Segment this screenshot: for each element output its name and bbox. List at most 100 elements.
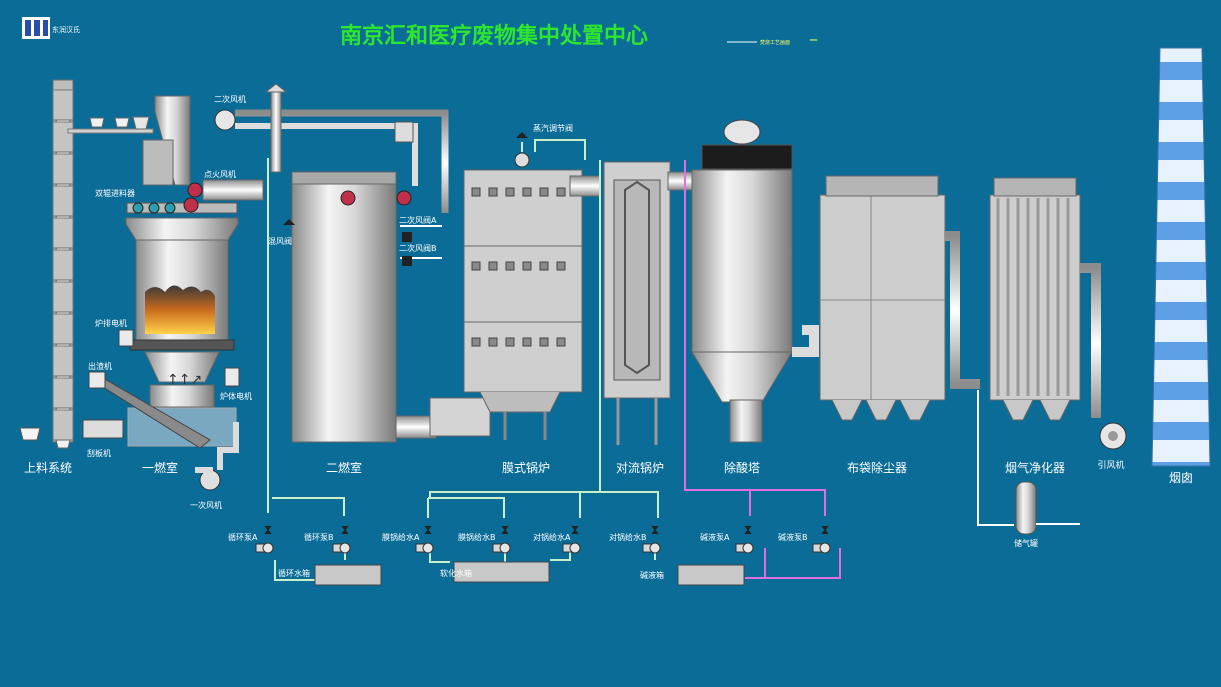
inspection-port-icon bbox=[522, 337, 532, 347]
secondary-air-valve-b-icon[interactable] bbox=[402, 256, 412, 266]
softened-water-tank[interactable] bbox=[453, 561, 550, 583]
elevator-segment bbox=[52, 377, 74, 409]
inspection-port-icon bbox=[539, 187, 549, 197]
feed-bucket-icon bbox=[89, 117, 105, 128]
label-alkali-tank: 碱液箱 bbox=[640, 570, 664, 580]
pump-icon bbox=[819, 542, 831, 554]
furnace-body-motor-icon[interactable] bbox=[224, 367, 240, 387]
pump-label: 循环泵B bbox=[304, 532, 334, 542]
scraper-box[interactable] bbox=[82, 419, 124, 439]
primary-chamber[interactable]: ↑↑↗ bbox=[125, 95, 239, 447]
stage-label-purifier: 烟气净化器 bbox=[1005, 460, 1065, 475]
label-primary-air-fan: 一次风机 bbox=[190, 500, 222, 510]
stage-label-secondary: 二燃室 bbox=[326, 460, 362, 475]
flue-gas-purifier[interactable] bbox=[989, 177, 1081, 421]
secondary-air-fan-icon[interactable] bbox=[214, 109, 236, 131]
circulation-tank[interactable] bbox=[314, 564, 382, 586]
baghouse[interactable] bbox=[819, 175, 946, 421]
pump-label: 碱液泵A bbox=[700, 532, 730, 542]
stage-label-fan: 引风机 bbox=[1097, 459, 1124, 471]
inspection-port-icon bbox=[488, 187, 498, 197]
slag-machine-icon[interactable] bbox=[88, 371, 106, 389]
feed-bucket-icon bbox=[114, 117, 130, 128]
label-slag-machine: 出渣机 bbox=[88, 361, 112, 371]
subtitle-mark: ━━ bbox=[809, 37, 818, 44]
label-gas-tank: 储气罐 bbox=[1014, 538, 1038, 548]
secondary-air-valve-a-icon[interactable] bbox=[402, 232, 412, 242]
label-soft-tank: 软化水箱 bbox=[440, 568, 472, 578]
membrane-feed-pump-b[interactable]: 膜锅给水B bbox=[458, 525, 511, 554]
valve-icon bbox=[821, 525, 829, 535]
pump-label: 膜锅给水B bbox=[458, 532, 496, 542]
label-twin-roller: 双辊进料器 bbox=[95, 188, 135, 198]
valve-icon bbox=[571, 525, 579, 535]
deacid-tower[interactable] bbox=[691, 119, 793, 443]
stage-label-baghouse: 布袋除尘器 bbox=[847, 460, 907, 475]
inspection-port-icon bbox=[556, 187, 566, 197]
inspection-port-icon bbox=[556, 337, 566, 347]
elevator-segment bbox=[52, 313, 74, 345]
burner-b-icon[interactable] bbox=[396, 190, 412, 206]
chimney[interactable] bbox=[1151, 47, 1211, 467]
inspection-port-icon bbox=[522, 261, 532, 271]
elevator-segment bbox=[52, 249, 74, 281]
label-scraper: 刮板机 bbox=[87, 448, 111, 458]
label-secondary-air-valve-a: 二次风阀A bbox=[399, 215, 437, 225]
alkali-pump-b[interactable]: 碱液泵B bbox=[778, 525, 831, 554]
label-secondary-air-fan: 二次风机 bbox=[214, 94, 246, 104]
elevator-bucket-icon bbox=[55, 439, 71, 449]
label-circ-tank: 循环水箱 bbox=[278, 568, 310, 578]
pump-icon bbox=[742, 542, 754, 554]
fire-icon bbox=[145, 285, 215, 334]
membrane-feed-pump-a[interactable]: 膜锅给水A bbox=[382, 525, 434, 554]
pump-icon bbox=[262, 542, 274, 554]
pump-label: 碱液泵B bbox=[778, 532, 808, 542]
airflow-arrows-icon: ↑↑↗ bbox=[167, 372, 202, 388]
valve-icon bbox=[501, 525, 509, 535]
stage-label-deacid: 除酸塔 bbox=[724, 460, 760, 475]
inspection-port-icon bbox=[471, 187, 481, 197]
pump-label: 对锅给水A bbox=[533, 532, 571, 542]
page-title: 南京汇和医疗废物集中处置中心 bbox=[340, 23, 648, 49]
burner-icon[interactable] bbox=[340, 190, 356, 206]
valve-icon bbox=[744, 525, 752, 535]
inspection-port-icon bbox=[488, 261, 498, 271]
steam-valve-icon[interactable] bbox=[516, 126, 528, 138]
logo-text: 东润汉氏 bbox=[52, 25, 80, 34]
stage-label-chimney: 烟囱 bbox=[1169, 471, 1193, 485]
valve-icon bbox=[651, 525, 659, 535]
label-furnace-body-motor: 炉体电机 bbox=[220, 391, 252, 401]
inspection-port-icon bbox=[539, 337, 549, 347]
label-secondary-air-valve-b: 二次风阀B bbox=[399, 243, 437, 253]
alkali-tank[interactable] bbox=[677, 564, 745, 586]
inspection-port-icon bbox=[556, 261, 566, 271]
elevator-segment bbox=[52, 281, 74, 313]
elevator-segment bbox=[52, 89, 74, 121]
elevator-segment bbox=[52, 345, 74, 377]
ignition-fan-aux-icon[interactable] bbox=[183, 197, 199, 213]
label-mix-air-valve: 混风阀 bbox=[268, 237, 292, 246]
page-subtitle[interactable]: 焚烧工艺画面 bbox=[760, 39, 790, 46]
elevator-segment bbox=[52, 409, 74, 441]
pump-label: 循环泵A bbox=[228, 532, 258, 542]
twin-roller-icon[interactable] bbox=[132, 202, 176, 214]
mix-air-valve-icon[interactable] bbox=[283, 213, 295, 225]
stage-label-convection: 对流锅炉 bbox=[616, 460, 664, 475]
gas-tank[interactable] bbox=[1015, 481, 1037, 535]
alkali-pump-a[interactable]: 碱液泵A bbox=[700, 525, 754, 554]
stage-label-feed: 上料系统 bbox=[24, 461, 72, 475]
circulation-pump-a[interactable]: 循环泵A bbox=[228, 525, 274, 554]
inspection-port-icon bbox=[471, 337, 481, 347]
ignition-fan-icon[interactable] bbox=[187, 182, 203, 198]
feed-elevator[interactable] bbox=[19, 79, 154, 449]
circulation-pump-b[interactable]: 循环泵B bbox=[304, 525, 351, 554]
convection-boiler[interactable] bbox=[603, 161, 671, 445]
label-ignition-fan: 点火风机 bbox=[204, 169, 236, 179]
secondary-chamber[interactable] bbox=[291, 171, 437, 443]
elevator-segment bbox=[52, 153, 74, 185]
furnace-motor-icon[interactable] bbox=[118, 329, 134, 347]
membrane-boiler[interactable] bbox=[463, 169, 583, 440]
convection-feed-pump-a[interactable]: 对锅给水A bbox=[533, 525, 581, 554]
grate-ring bbox=[129, 339, 235, 351]
convection-feed-pump-b[interactable]: 对锅给水B bbox=[609, 525, 661, 554]
